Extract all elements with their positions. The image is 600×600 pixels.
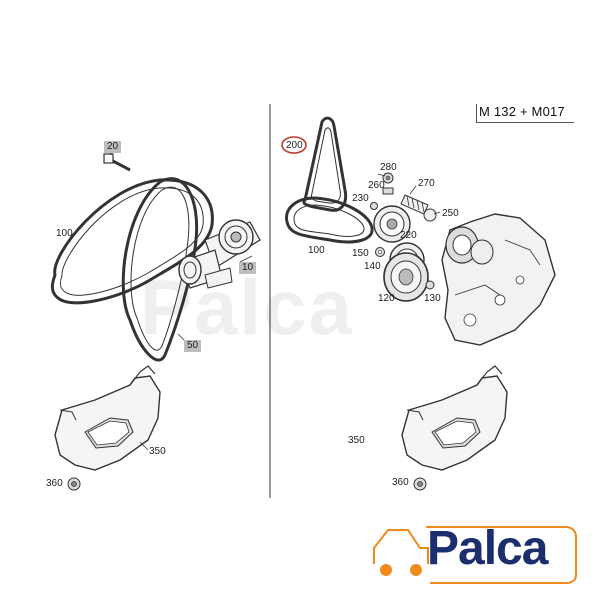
tensioner-part-10: [178, 219, 261, 289]
model-code-label: M 132 + M017: [479, 104, 565, 119]
bolt-part-20: [103, 153, 131, 172]
label-250: 250: [442, 208, 459, 219]
label-360-left: 360: [46, 478, 63, 489]
label-350-right: 350: [348, 435, 365, 446]
bolt-part-130: [425, 280, 435, 290]
pulley-part-150: [373, 205, 411, 243]
label-260: 260: [368, 180, 385, 191]
washer-part-140: [375, 247, 385, 257]
highlight-circle-200: [281, 136, 307, 154]
label-360-right: 360: [392, 477, 409, 488]
label-350-left: 350: [149, 446, 166, 457]
label-270: 270: [418, 178, 435, 189]
header-rule: [476, 104, 477, 122]
watermark-text: Palca: [140, 263, 354, 351]
label-100-left: 100: [56, 228, 73, 239]
label-200: 200: [286, 140, 303, 151]
belt-part-200: [302, 116, 348, 212]
engine-block: [441, 213, 556, 346]
logo-car-icon: [373, 526, 577, 584]
tensioner-small-parts: [370, 172, 394, 210]
label-50: 50: [184, 340, 202, 352]
label-230: 230: [352, 193, 369, 204]
cover-part-350-right: [401, 365, 508, 491]
belt-part-100-right: [285, 196, 374, 244]
label-150: 150: [352, 248, 369, 259]
label-130: 130: [424, 293, 441, 304]
label-20: 20: [104, 141, 122, 153]
palca-logo-text: Palca: [427, 522, 548, 575]
label-100-right: 100: [308, 245, 325, 256]
label-140: 140: [364, 261, 381, 272]
label-10: 10: [239, 262, 257, 274]
damper-part-270: [400, 194, 437, 222]
label-220: 220: [400, 230, 417, 241]
pulley-part-120: [383, 252, 429, 302]
cover-part-350-left: [54, 365, 161, 491]
label-280: 280: [380, 162, 397, 173]
belt-part-100-left: [50, 177, 214, 362]
header-underline: [476, 122, 574, 123]
label-120: 120: [378, 293, 395, 304]
